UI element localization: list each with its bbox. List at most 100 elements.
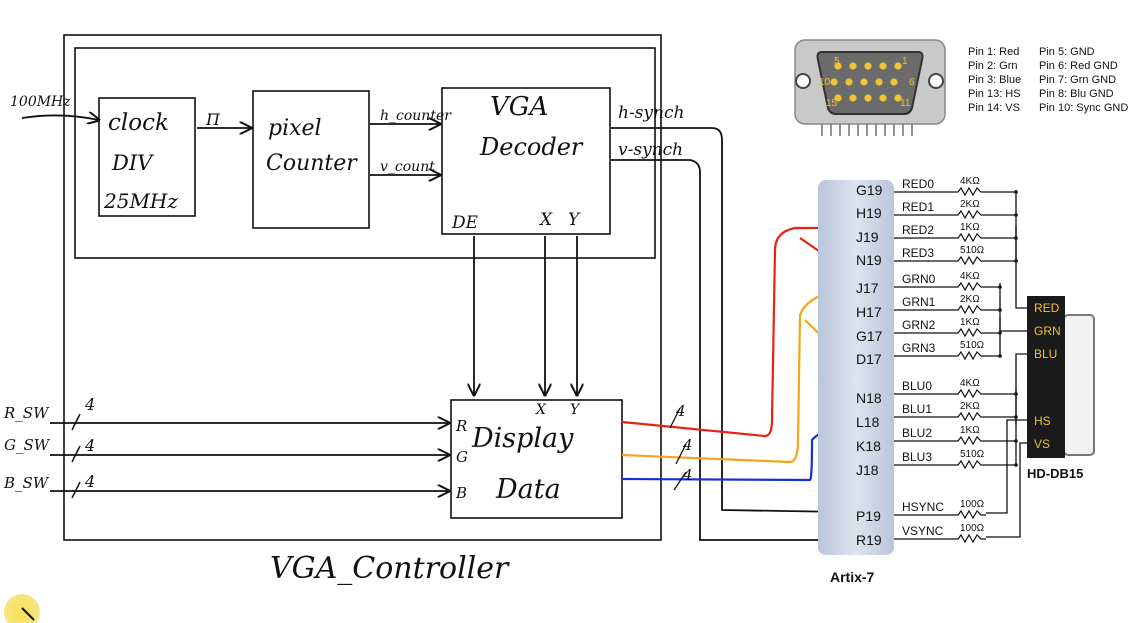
clock-div-block: clock DIV 25MHz [98, 97, 196, 217]
fpga-pin-5: H17 [856, 304, 882, 320]
resistor-value: 2KΩ [960, 199, 980, 210]
y-port-label: Y [570, 402, 581, 418]
fpga-pin-12: P19 [856, 508, 881, 524]
vga-connector-illustration: 5 1 10 6 15 11 [794, 39, 946, 136]
resistor-symbol [894, 281, 1000, 292]
controller-label: VGA_Controller [270, 551, 510, 586]
controller-outer-box [63, 34, 662, 541]
g-sw-label: G_SW [4, 436, 51, 454]
x-port-label: X [535, 402, 547, 418]
g-sw-input: G_SW 4 [4, 436, 449, 463]
resistor-value: 1KΩ [960, 425, 980, 436]
resistor-symbol [894, 209, 1016, 220]
display-data-line2: Data [495, 474, 561, 505]
b-sw-label: B_SW [3, 474, 50, 492]
resistor-value: 1KΩ [960, 317, 980, 328]
resistor-value: 4KΩ [960, 176, 980, 187]
vga-pin-11-number: 11 [900, 98, 911, 109]
resistor-value: 100Ω [960, 523, 985, 534]
pinout-7: Pin 7: Grn GND [1039, 74, 1116, 86]
resistor-bus-lines [986, 190, 1027, 538]
pinout-5: Pin 5: GND [1039, 46, 1095, 58]
net-label: RED0 [902, 177, 934, 191]
pinout-3: Pin 13: HS [968, 88, 1021, 100]
vga-pin-6-number: 6 [909, 77, 915, 88]
vga-decoder-line2: Decoder [479, 133, 584, 161]
connector-label-grn: GRN [1034, 324, 1061, 338]
g-sw-width: 4 [84, 436, 95, 455]
resistor-value: 2KΩ [960, 294, 980, 305]
resistor-row-blu2: BLU2 1KΩ [894, 425, 1018, 446]
fpga-pin-1: H19 [856, 205, 882, 221]
vga-pin-5-number: 5 [834, 56, 840, 67]
green-bus-wire [621, 288, 837, 464]
resistor-value: 100Ω [960, 499, 985, 510]
fpga-pin-10: K18 [856, 438, 881, 454]
r-port-label: R [455, 417, 467, 435]
fpga-pin-6: G17 [856, 328, 883, 344]
pinout-8: Pin 8: Blu GND [1039, 88, 1114, 100]
fpga-chip [818, 180, 894, 555]
net-label: GRN2 [902, 318, 936, 332]
net-label: BLU2 [902, 426, 932, 440]
h-counter-label: h_counter [380, 108, 452, 124]
resistor-value: 510Ω [960, 340, 985, 351]
vga-pin-15-number: 15 [826, 98, 838, 109]
resistor-symbol [894, 533, 986, 544]
fpga-pin-4: J17 [856, 280, 879, 296]
v-counter-label: v_count [380, 159, 435, 175]
resistor-symbol [894, 411, 1016, 422]
vga-pin-1-number: 1 [902, 56, 908, 67]
net-label: RED2 [902, 223, 934, 237]
clock-div-line2: DIV [111, 151, 154, 175]
net-label: GRN0 [902, 272, 936, 286]
vga-pinout-list: Pin 1: Red Pin 2: Grn Pin 3: Blue Pin 13… [968, 46, 1128, 114]
r-sw-width: 4 [84, 395, 95, 414]
fpga-pin-11: J18 [856, 462, 879, 478]
resistor-row-grn0: GRN0 4KΩ [894, 271, 1002, 292]
resistor-symbol [894, 186, 1016, 197]
fpga-pin-7: D17 [856, 351, 882, 367]
pinout-4: Pin 14: VS [968, 102, 1020, 114]
resistor-symbol [894, 327, 1000, 338]
resistor-value: 4KΩ [960, 378, 980, 389]
resistor-value: 4KΩ [960, 271, 980, 282]
green-bus-width: 4 [682, 436, 693, 454]
fpga-pin-3: N19 [856, 252, 882, 268]
net-label: RED3 [902, 246, 934, 260]
clock-input-label: 100MHz [10, 94, 71, 110]
display-data-block: Display Data R G B X Y [450, 399, 623, 519]
de-label: DE [451, 213, 479, 233]
resistor-row-red0: RED0 4KΩ [894, 176, 1018, 197]
fpga-pin-0: G19 [856, 182, 883, 198]
h-synch-wire [611, 127, 845, 512]
connector-label-blu: BLU [1034, 347, 1057, 361]
clock-input-arrow [21, 115, 99, 120]
resistor-symbol [894, 509, 986, 520]
pinout-1: Pin 2: Grn [968, 60, 1018, 72]
mouse-cursor-icon [21, 607, 35, 621]
resistor-value: 510Ω [960, 449, 985, 460]
connector-label-red: RED [1034, 301, 1060, 315]
g-port-label: G [456, 448, 468, 466]
fpga-pins: G19 H19 J19 N19 J17 H17 G17 D17 N18 L18 … [856, 182, 883, 548]
controller-inner-box [74, 47, 656, 259]
resistor-symbol [894, 304, 1000, 315]
net-label: HSYNC [902, 500, 944, 514]
display-data-line1: Display [471, 423, 574, 454]
y-label: Y [568, 210, 581, 230]
fpga-pin-13: R19 [856, 532, 882, 548]
b-sw-width: 4 [84, 472, 95, 491]
clock-div-line3: 25MHz [103, 189, 178, 213]
resistor-symbol [894, 388, 1016, 399]
red-bus-width: 4 [675, 402, 686, 420]
b-sw-input: B_SW 4 [3, 472, 449, 499]
